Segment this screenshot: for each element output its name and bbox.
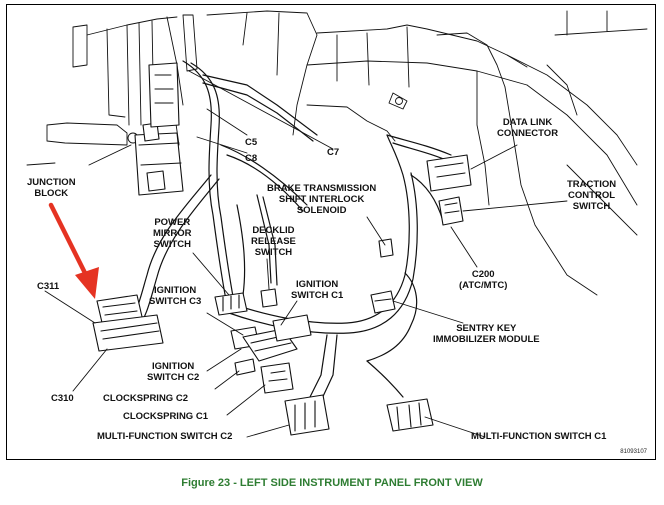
- figure-caption: Figure 23 - LEFT SIDE INSTRUMENT PANEL F…: [181, 477, 483, 489]
- label-c311: C311: [37, 281, 60, 292]
- label-ignition-switch-c2: IGNITION SWITCH C2: [147, 361, 200, 383]
- leader-lines: [44, 70, 568, 438]
- drawing-reference-number: 81093107: [620, 449, 647, 455]
- label-data-link-connector: DATA LINK CONNECTOR: [497, 117, 559, 139]
- label-clockspring-c1: CLOCKSPRING C1: [123, 411, 208, 422]
- label-ignition-switch-c1: IGNITION SWITCH C1: [291, 279, 344, 301]
- label-decklid-release-switch: DECKLID RELEASE SWITCH: [251, 225, 296, 258]
- wiring-illustration: [26, 10, 648, 438]
- label-c200: C200 (ATC/MTC): [459, 269, 508, 291]
- connectors: [92, 154, 472, 436]
- red-pointer-arrow-icon: [48, 202, 99, 299]
- label-ignition-switch-c3: IGNITION SWITCH C3: [149, 285, 202, 307]
- label-traction-control-switch: TRACTION CONTROL SWITCH: [567, 179, 617, 212]
- label-junction-block: JUNCTION BLOCK: [27, 177, 76, 199]
- label-c310: C310: [51, 393, 74, 404]
- label-c7: C7: [327, 147, 340, 158]
- label-multi-function-switch-c1: MULTI-FUNCTION SWITCH C1: [471, 431, 607, 442]
- label-multi-function-switch-c2: MULTI-FUNCTION SWITCH C2: [97, 431, 233, 442]
- diagram-frame: JUNCTION BLOCK C5 C8 C7 BRAKE TRANSMISSI…: [6, 4, 656, 460]
- label-c5: C5: [245, 137, 258, 148]
- label-clockspring-c2: CLOCKSPRING C2: [103, 393, 188, 404]
- label-power-mirror-switch: POWER MIRROR SWITCH: [153, 217, 192, 250]
- label-c8: C8: [245, 153, 258, 164]
- label-brake-transmission-interlock: BRAKE TRANSMISSION SHIFT INTERLOCK SOLEN…: [267, 183, 377, 216]
- label-sentry-key-module: SENTRY KEY IMMOBILIZER MODULE: [433, 323, 540, 345]
- junction-block-shape: [134, 62, 184, 196]
